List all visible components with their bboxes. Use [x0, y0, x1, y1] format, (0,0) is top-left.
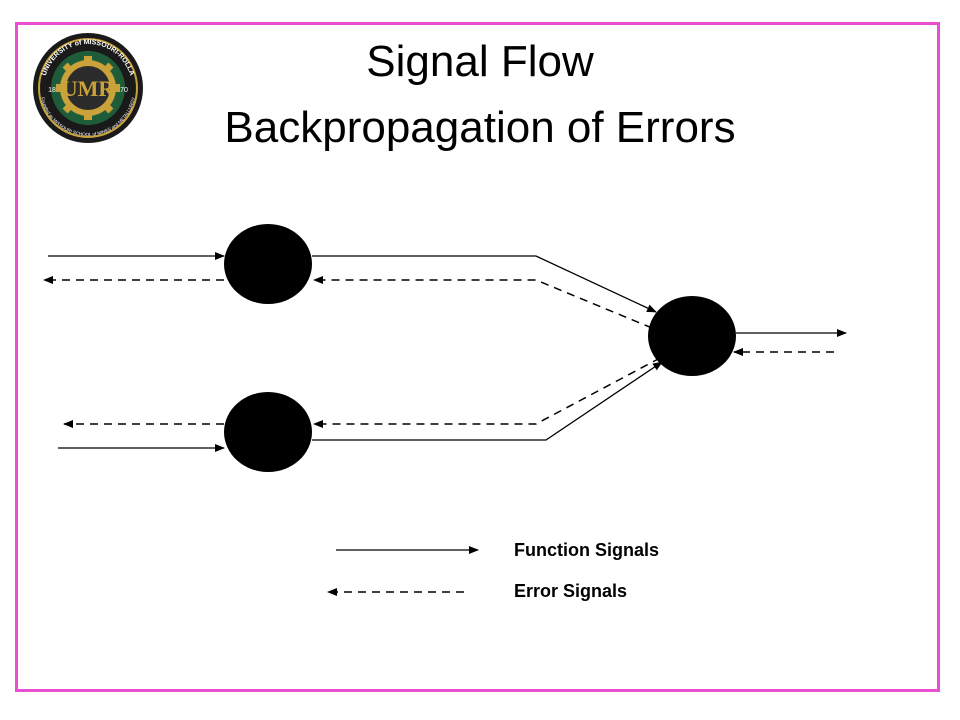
slide-frame	[15, 22, 940, 692]
error-signal-output-to-bottom	[313, 357, 661, 428]
neuron-node-bottom	[224, 392, 312, 472]
function-signal-bottom-to-output	[312, 361, 663, 441]
neuron-node-output	[648, 296, 736, 376]
logo-monogram: UMR	[62, 76, 116, 101]
university-logo: UMR 18 70 UNIVERSITY of MISSOURI-ROLLA F…	[33, 33, 143, 143]
function-signal-top-to-output	[312, 255, 657, 313]
logo-year-right: 70	[120, 87, 128, 94]
logo-gold-ring	[38, 38, 138, 138]
legend-error-label: Error Signals	[514, 581, 628, 601]
legend-function-label: Function Signals	[514, 540, 660, 560]
title-line-1: Signal Flow	[366, 37, 594, 86]
title-line-2: Backpropagation of Errors	[224, 103, 736, 152]
error-signal-output-to-top	[313, 276, 653, 329]
logo-year-left: 18	[48, 87, 56, 94]
logo-center	[66, 66, 110, 110]
neuron-node-top	[224, 224, 312, 304]
